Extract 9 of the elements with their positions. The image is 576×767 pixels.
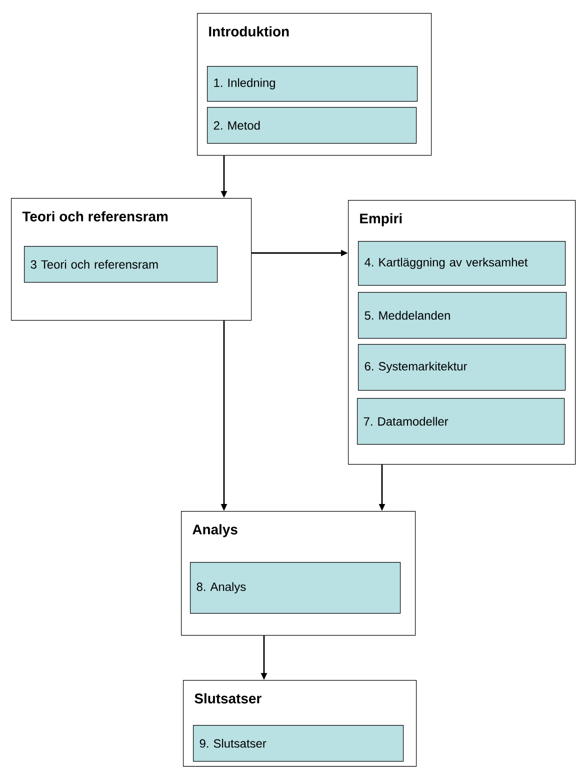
- chapter-box: 6. Systemarkitektur: [358, 344, 566, 391]
- chapter-box: 3 Teori och referensram: [24, 246, 218, 283]
- chapter-box: 5. Meddelanden: [358, 292, 567, 339]
- chapter-box: 2. Metod: [207, 107, 417, 144]
- chapter-box: 4. Kartläggning av verksamhet: [358, 241, 566, 286]
- chapter-box: 9. Slutsatser: [193, 725, 404, 762]
- chapter-box: 1. Inledning: [207, 66, 418, 102]
- chapter-box: 7. Datamodeller: [357, 398, 565, 445]
- chapter-box: 8. Analys: [190, 562, 401, 614]
